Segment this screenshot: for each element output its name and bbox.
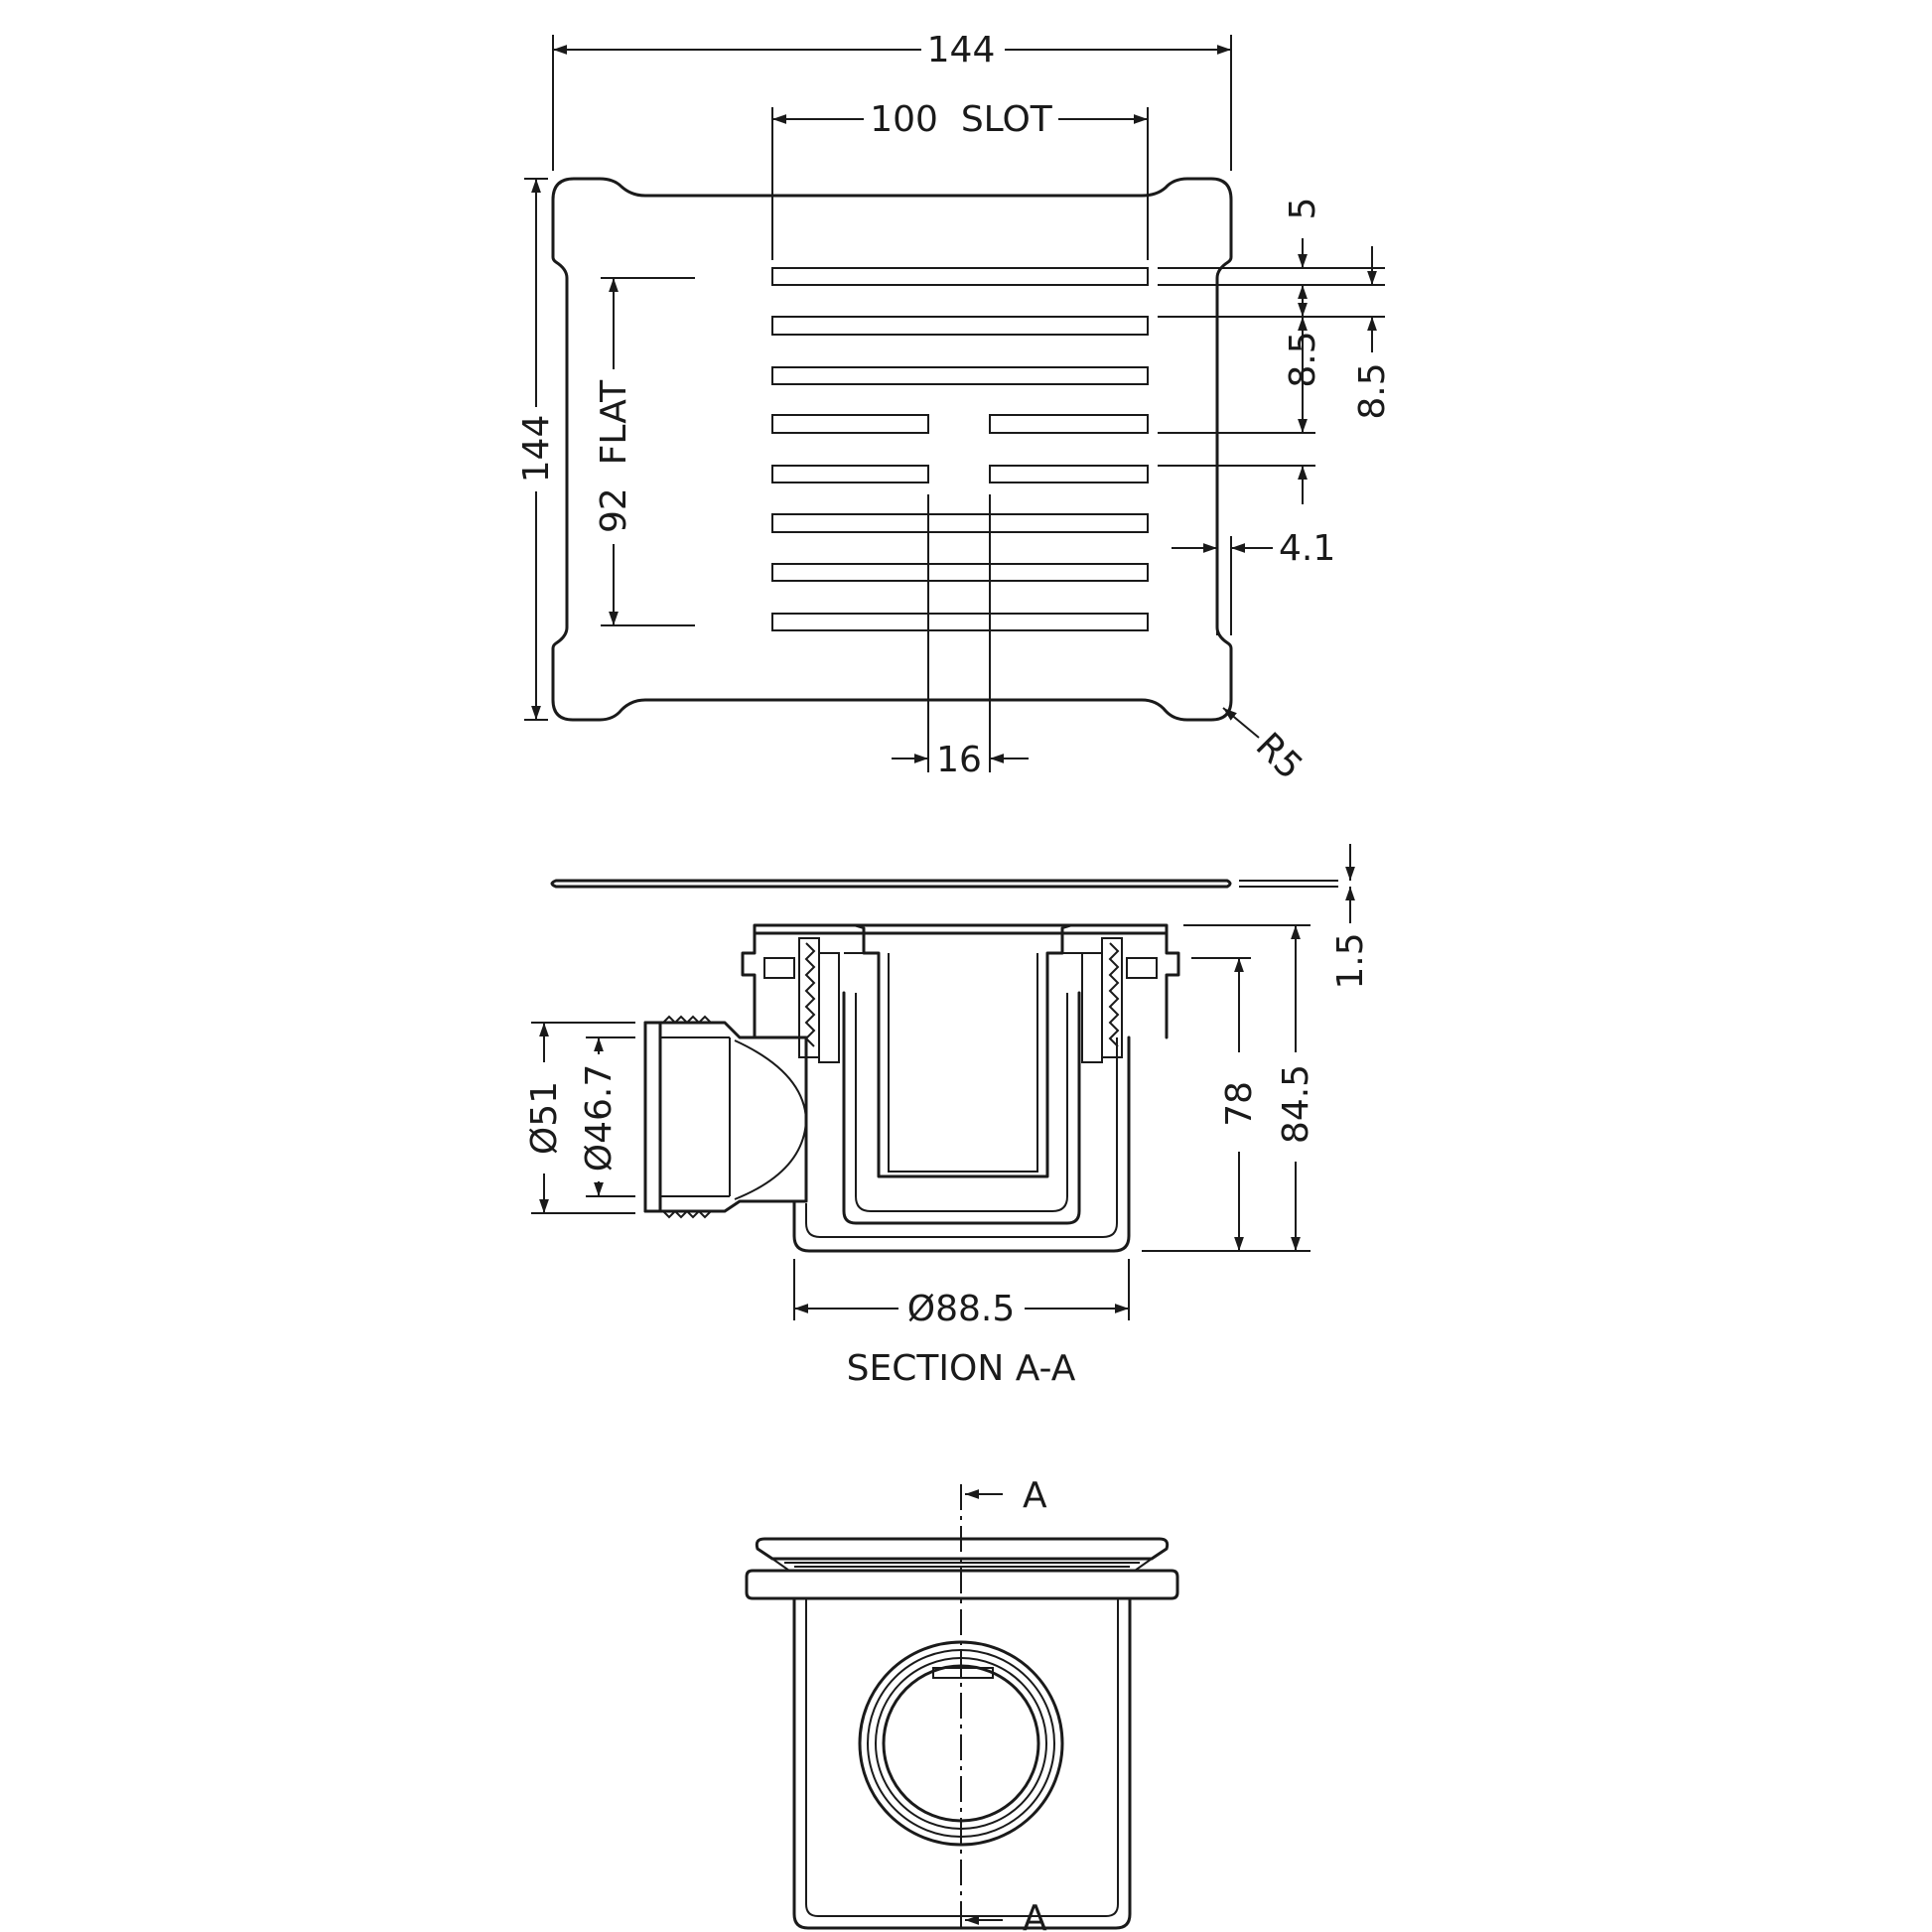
outlet-spigot bbox=[643, 1021, 808, 1213]
dim-overall-width: 144 bbox=[552, 30, 1232, 171]
top-view: 144 100 SLOT 144 92 FLAT bbox=[516, 30, 1393, 787]
dim-body-depth: 78 bbox=[1142, 957, 1311, 1252]
dim-overall-height: 144 bbox=[516, 178, 557, 721]
dim-overall-height-label: 144 bbox=[516, 415, 557, 483]
dim-flat-width-label: 92 FLAT bbox=[594, 379, 634, 533]
section-mark-bottom: A bbox=[965, 1898, 1047, 1932]
slot bbox=[771, 366, 1149, 385]
dim-flat-width: 92 FLAT bbox=[594, 277, 695, 626]
grate-outline bbox=[551, 177, 1233, 722]
front-view: A A bbox=[745, 1475, 1179, 1932]
dim-outlet-inner: Ø46.7 bbox=[579, 1036, 635, 1197]
trap-inner-cup bbox=[842, 991, 1081, 1225]
dim-bridge-width: 16 bbox=[892, 494, 1029, 780]
slot bbox=[771, 613, 1149, 631]
dim-corner-radius-label: R5 bbox=[1248, 725, 1311, 787]
dim-overall-width-label: 144 bbox=[927, 30, 996, 70]
dim-slot-pitch: 5 8.5 8.5 bbox=[1158, 198, 1393, 504]
slot bbox=[771, 316, 1149, 336]
dim-total-depth: 84.5 bbox=[1183, 924, 1316, 1251]
dim-slot-width-label: 100 SLOT bbox=[870, 99, 1053, 140]
dim-slot-width: 100 SLOT bbox=[771, 99, 1149, 260]
slot bbox=[771, 563, 1149, 582]
waste-body-outer bbox=[792, 1035, 1131, 1253]
dim-bridge-width-label: 16 bbox=[936, 740, 982, 780]
front-flange bbox=[745, 1569, 1179, 1600]
dip-tube bbox=[862, 926, 1064, 1178]
dim-side-gap-label: 4.1 bbox=[1279, 528, 1335, 569]
slot bbox=[989, 414, 1149, 434]
dim-edge-margin-label: 5 bbox=[1283, 198, 1323, 220]
dim-plate-thickness-label: 1.5 bbox=[1330, 932, 1371, 989]
slot bbox=[771, 513, 1149, 533]
dim-outlet-inner-label: Ø46.7 bbox=[579, 1064, 620, 1173]
section-view: 1.5 78 84.5 Ø51 bbox=[524, 844, 1371, 1389]
slot bbox=[771, 267, 1149, 286]
dim-side-gap: 4.1 bbox=[1172, 516, 1335, 635]
dim-total-depth-label: 84.5 bbox=[1276, 1064, 1316, 1144]
section-mark-bottom-label: A bbox=[1023, 1898, 1047, 1932]
section-mark-top-label: A bbox=[1023, 1475, 1047, 1516]
grate-slots bbox=[771, 267, 1149, 631]
front-body bbox=[792, 1596, 1132, 1930]
dim-body-depth-label: 78 bbox=[1219, 1081, 1260, 1127]
slot bbox=[989, 465, 1149, 483]
dim-slot-pitch-a-label: 8.5 bbox=[1283, 331, 1323, 387]
dim-slot-pitch-b-label: 8.5 bbox=[1352, 362, 1393, 419]
dim-body-diameter: Ø88.5 bbox=[793, 1259, 1130, 1329]
dim-outlet-outer-label: Ø51 bbox=[524, 1081, 565, 1155]
section-mark-top: A bbox=[965, 1475, 1047, 1516]
thread-left bbox=[763, 937, 840, 1063]
dim-plate-thickness: 1.5 bbox=[1330, 844, 1371, 990]
slot bbox=[771, 465, 929, 483]
dim-outlet-outer: Ø51 bbox=[524, 1022, 635, 1214]
section-caption: SECTION A-A bbox=[847, 1348, 1076, 1389]
slot bbox=[771, 414, 929, 434]
dim-body-diameter-label: Ø88.5 bbox=[907, 1289, 1016, 1329]
grate-plate bbox=[550, 879, 1232, 889]
thread-right bbox=[1081, 937, 1158, 1063]
waste-flange bbox=[753, 923, 1169, 935]
dim-corner-radius: R5 bbox=[1222, 707, 1311, 787]
